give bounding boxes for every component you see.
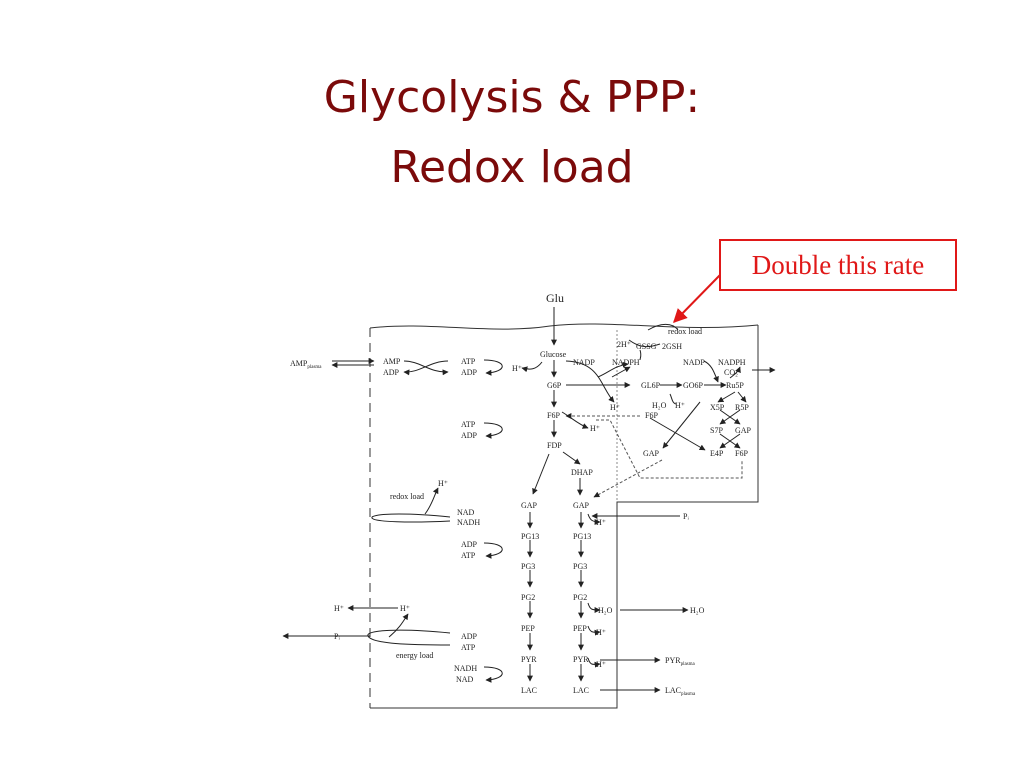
label-go6p: GO6P xyxy=(683,381,704,390)
label-co2: CO₂ xyxy=(724,368,738,377)
label-h-plus-1: H⁺ xyxy=(512,364,522,373)
label-atp-3: ATP xyxy=(461,551,476,560)
label-redox-load-ppp: redox load xyxy=(668,327,702,336)
label-pg13-2: PG13 xyxy=(573,532,591,541)
label-lac-plasma: LACplasma xyxy=(665,686,696,697)
label-pg13-1: PG13 xyxy=(521,532,539,541)
label-gap-ppp-2: GAP xyxy=(643,449,660,458)
label-gl6p: GL6P xyxy=(641,381,661,390)
label-lac-plasma-main: LAC xyxy=(665,686,681,695)
label-lac-2: LAC xyxy=(573,686,589,695)
label-glucose: Glucose xyxy=(540,350,567,359)
label-h2o-2: H₂O xyxy=(690,606,705,615)
label-amp-plasma: AMPplasma xyxy=(290,359,322,370)
label-h2o-3: H₂O xyxy=(652,401,667,410)
cell-membrane-outline xyxy=(370,325,759,709)
label-e4p: E4P xyxy=(710,449,724,458)
label-amp: AMP xyxy=(383,357,401,366)
label-pyr-plasma-sub: plasma xyxy=(681,662,696,667)
label-f6p-3: F6P xyxy=(735,449,748,458)
label-energy-load: energy load xyxy=(396,651,433,660)
label-amp-plasma-sub: plasma xyxy=(307,365,322,370)
label-h-plus-6: H⁺ xyxy=(596,660,606,669)
label-h-plus-8: H⁺ xyxy=(400,604,410,613)
label-pg2-2: PG2 xyxy=(573,593,587,602)
label-h2o-1: H₂O xyxy=(598,606,613,615)
label-nadh-2: NADH xyxy=(454,664,477,673)
label-nadp-1: NADP xyxy=(573,358,595,367)
label-nadp-2: NADP xyxy=(683,358,705,367)
label-gap-ppp-1: GAP xyxy=(735,426,752,435)
label-pyr-plasma-main: PYR xyxy=(665,656,681,665)
slide-title-line-2: Redox load xyxy=(390,142,634,193)
label-glu: Glu xyxy=(546,291,564,305)
label-atp-1: ATP xyxy=(461,357,476,366)
label-pg3-2: PG3 xyxy=(573,562,587,571)
label-2h-plus: 2H⁺ xyxy=(617,340,631,349)
label-pep-1: PEP xyxy=(521,624,535,633)
label-ru5p: Ru5P xyxy=(726,381,744,390)
label-x5p: X5P xyxy=(710,403,725,412)
callout-box: Double this rate xyxy=(719,239,957,291)
label-r5p: R5P xyxy=(735,403,749,412)
label-nadh-1: NADH xyxy=(457,518,480,527)
label-h-plus-7: H⁺ xyxy=(334,604,344,613)
cell-membrane-top xyxy=(369,323,759,330)
label-s7p: S7P xyxy=(710,426,723,435)
label-f6p-1: F6P xyxy=(547,411,560,420)
label-lac-1: LAC xyxy=(521,686,537,695)
label-pep-2: PEP xyxy=(573,624,587,633)
label-pi-right: Pᵢ xyxy=(683,512,689,521)
label-adp-3: ADP xyxy=(461,431,478,440)
label-pyr-plasma: PYRplasma xyxy=(665,656,696,667)
label-pg3-1: PG3 xyxy=(521,562,535,571)
label-f6p-2: F6P xyxy=(645,411,658,420)
label-h-plus-2: H⁺ xyxy=(590,424,600,433)
label-atp-2: ATP xyxy=(461,420,476,429)
label-adp-4: ADP xyxy=(461,540,478,549)
label-h-plus-3: H⁺ xyxy=(438,479,448,488)
label-g6p: G6P xyxy=(547,381,562,390)
label-adp-1: ADP xyxy=(383,368,400,377)
label-redox-load-left: redox load xyxy=(390,492,424,501)
label-fdp: FDP xyxy=(547,441,562,450)
label-adp-5: ADP xyxy=(461,632,478,641)
slide-title-line-1: Glycolysis & PPP: xyxy=(323,72,701,123)
label-pyr-1: PYR xyxy=(521,655,537,664)
label-gap-1: GAP xyxy=(521,501,538,510)
label-h-plus-10: H⁺ xyxy=(675,401,685,410)
label-nadph-1: NADPH xyxy=(612,358,640,367)
label-h-plus-9: H⁺ xyxy=(610,403,620,412)
label-gssg: GSSG xyxy=(636,342,657,351)
label-nad-1: NAD xyxy=(457,508,475,517)
label-h-plus-5: H⁺ xyxy=(596,628,606,637)
label-2gsh: 2GSH xyxy=(662,342,682,351)
label-nadph-2: NADPH xyxy=(718,358,746,367)
label-nad-2: NAD xyxy=(456,675,474,684)
label-amp-plasma-main: AMP xyxy=(290,359,308,368)
label-atp-4: ATP xyxy=(461,643,476,652)
label-pg2-1: PG2 xyxy=(521,593,535,602)
label-lac-plasma-sub: plasma xyxy=(681,692,696,697)
callout-arrow xyxy=(673,274,721,324)
label-h-plus-4: H⁺ xyxy=(596,518,606,527)
label-pi-left: Pᵢ xyxy=(334,632,340,641)
label-gap-2: GAP xyxy=(573,501,590,510)
label-dhap: DHAP xyxy=(571,468,593,477)
label-pyr-2: PYR xyxy=(573,655,589,664)
label-adp-2: ADP xyxy=(461,368,478,377)
